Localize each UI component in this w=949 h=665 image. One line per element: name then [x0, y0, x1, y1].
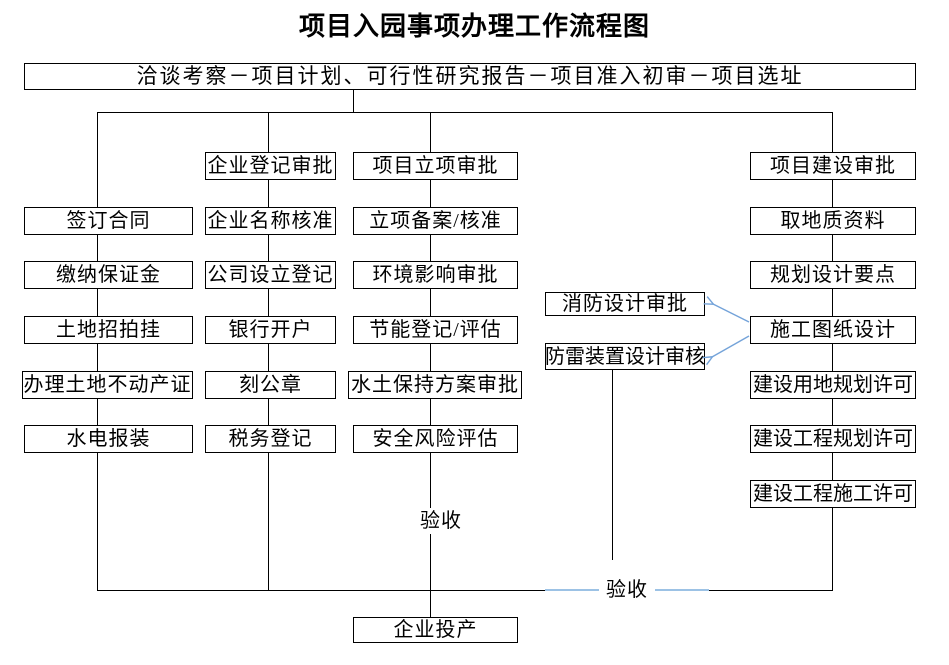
node-environmental-impact-approval: 环境影响审批	[353, 261, 518, 289]
connector-line	[97, 344, 98, 372]
acceptance-line-right	[709, 590, 833, 591]
connector-line	[97, 235, 98, 262]
node-planning-design-points: 规划设计要点	[750, 261, 916, 289]
acceptance-line-left	[97, 590, 545, 591]
connector-line	[268, 180, 269, 208]
connector-line	[430, 180, 431, 208]
connector-line	[832, 344, 833, 372]
connector-line	[430, 399, 431, 426]
connector-line	[97, 289, 98, 317]
node-company-establishment-registration: 公司设立登记	[205, 261, 336, 289]
node-project-filing-approval: 立项备案/核准	[353, 207, 518, 235]
connector-line	[268, 344, 269, 372]
connector-line	[832, 180, 833, 208]
node-enterprise-name-approval: 企业名称核准	[205, 207, 336, 235]
connector-line	[430, 289, 431, 317]
node-construction-work-permit: 建设工程施工许可	[750, 480, 916, 508]
node-geological-data: 取地质资料	[750, 207, 916, 235]
connector-line	[430, 534, 431, 618]
acceptance-highlight-left	[545, 589, 601, 591]
node-negotiation-top-bar: 洽谈考察－项目计划、可行性研究报告－项目准入初审－项目选址	[24, 63, 916, 90]
lightning-drop-line	[612, 370, 613, 560]
node-project-planning-permit: 建设工程规划许可	[750, 425, 916, 453]
node-bank-account-opening: 银行开户	[205, 316, 336, 344]
top-drop-line	[353, 90, 354, 113]
node-utility-installation: 水电报装	[24, 425, 193, 453]
node-water-soil-conservation-approval: 水土保持方案审批	[348, 371, 522, 399]
connector-line	[430, 235, 431, 262]
connector-line	[268, 453, 269, 591]
node-sign-contract: 签订合同	[24, 207, 193, 235]
connector-line	[268, 235, 269, 262]
page-title: 项目入园事项办理工作流程图	[298, 12, 650, 41]
connector-line	[268, 399, 269, 426]
node-enterprise-production: 企业投产	[353, 617, 518, 643]
node-fire-design-approval: 消防设计审批	[545, 292, 705, 316]
acceptance-label-center: 验收	[410, 508, 472, 534]
connector-line	[832, 289, 833, 317]
connector-line	[832, 112, 833, 153]
connector-line	[832, 399, 833, 426]
arrow-to-lightning-design-review	[712, 335, 750, 357]
node-pay-deposit: 缴纳保证金	[24, 261, 193, 289]
node-project-construction-approval: 项目建设审批	[750, 152, 916, 180]
connector-line	[97, 399, 98, 426]
acceptance-highlight-right	[653, 589, 709, 591]
node-energy-registration-assessment: 节能登记/评估	[353, 316, 518, 344]
connector-line	[97, 112, 98, 208]
connector-line	[430, 112, 431, 153]
acceptance-label-bottom: 验收	[599, 577, 655, 603]
node-safety-risk-assessment: 安全风险评估	[353, 425, 518, 453]
node-land-auction: 土地招拍挂	[24, 316, 193, 344]
connector-line	[832, 508, 833, 591]
connector-line	[430, 453, 431, 509]
node-tax-registration: 税务登记	[205, 425, 336, 453]
node-land-use-planning-permit: 建设用地规划许可	[750, 371, 916, 399]
connector-line	[832, 453, 833, 481]
connector-line	[832, 235, 833, 262]
connector-line	[430, 344, 431, 372]
connector-line	[97, 453, 98, 591]
node-lightning-design-review: 防雷装置设计审核	[545, 343, 705, 370]
connector-line	[268, 112, 269, 153]
node-seal-carving: 刻公章	[205, 371, 336, 399]
distribution-line	[97, 112, 833, 113]
connector-line	[268, 289, 269, 317]
node-construction-drawing-design: 施工图纸设计	[750, 316, 916, 344]
node-land-property-cert: 办理土地不动产证	[22, 371, 193, 399]
node-project-initiation-approval: 项目立项审批	[353, 152, 518, 180]
arrow-to-fire-design-approval	[713, 304, 750, 323]
node-enterprise-registration-approval: 企业登记审批	[205, 152, 336, 180]
